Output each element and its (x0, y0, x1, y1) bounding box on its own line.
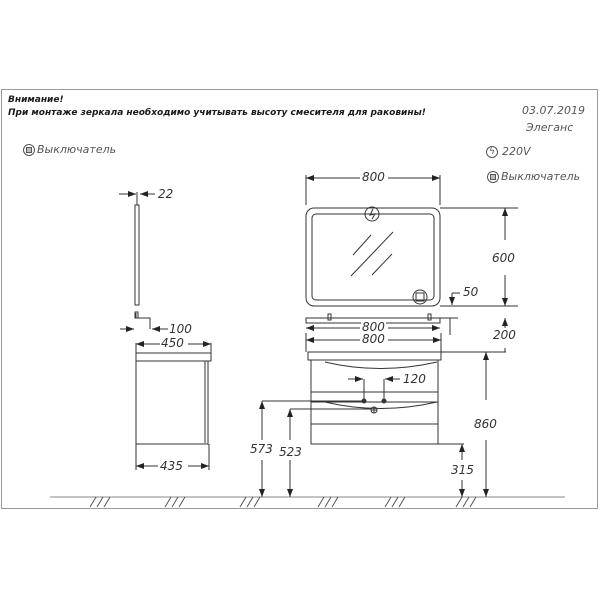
dim-mirror-width: 800 (361, 170, 386, 184)
dim-side-cabinet-depth: 435 (159, 459, 184, 473)
dim-gap-mirror-sink: 200 (492, 328, 517, 342)
legend-power: ϟ 220V (486, 145, 531, 158)
dim-bracket-depth: 100 (168, 322, 193, 336)
warning-title: Внимание! (8, 95, 64, 105)
switch-icon (487, 170, 499, 183)
dim-height-523: 523 (278, 445, 303, 459)
drawing-frame (1, 89, 598, 509)
switch-icon (23, 143, 35, 156)
dim-shelf-width: 800 (361, 320, 386, 334)
legend-switch-right: Выключатель (487, 170, 580, 183)
dim-switch-offset: 50 (462, 285, 480, 299)
lightning-icon: ϟ (486, 145, 498, 158)
dim-height-315: 315 (450, 463, 475, 477)
dim-height-860: 860 (473, 417, 498, 431)
model-name: Элеганс (526, 121, 574, 134)
dim-height-573: 573 (249, 442, 274, 456)
dim-tap-spacing: 120 (402, 372, 427, 386)
drawing-date: 03.07.2019 (522, 104, 585, 117)
dim-sink-width: 800 (361, 332, 386, 346)
dim-mirror-height: 600 (491, 251, 516, 265)
warning-text: При монтаже зеркала необходимо учитывать… (8, 108, 426, 118)
legend-switch-left: Выключатель (23, 143, 116, 156)
dim-side-top-depth: 450 (160, 336, 185, 350)
dim-mirror-thickness: 22 (157, 187, 175, 201)
